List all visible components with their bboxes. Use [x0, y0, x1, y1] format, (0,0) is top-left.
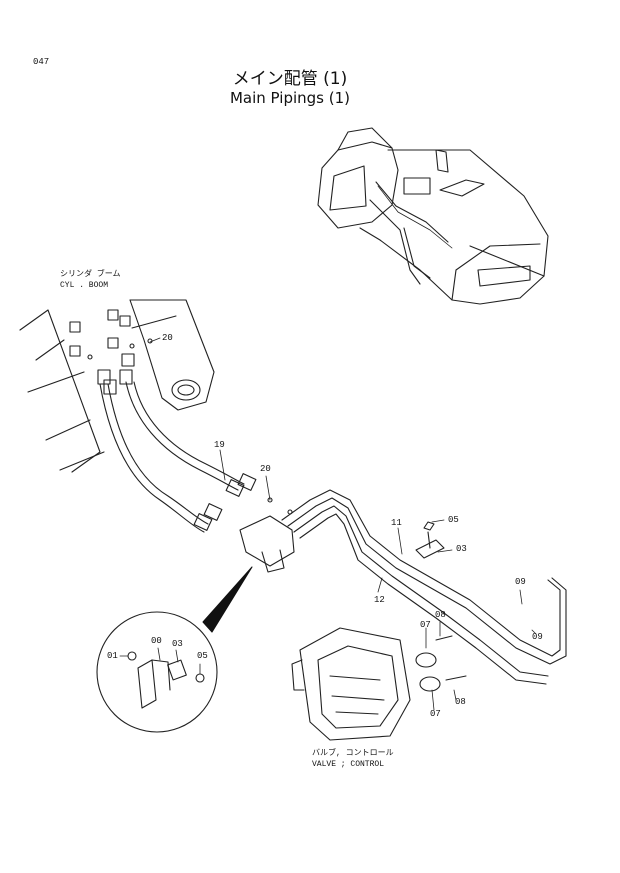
boom-cylinder-label-jp: シリンダ ブーム [60, 270, 121, 279]
callout-11: 11 [391, 518, 402, 528]
callout-08: 08 [455, 697, 466, 707]
control-valve [291, 627, 467, 741]
callout-19: 19 [214, 440, 225, 450]
hoses [99, 381, 257, 533]
control-valve-label-jp: バルブ, コントロール [312, 749, 394, 758]
callout-08: 08 [435, 610, 446, 620]
detail-callout-00: 00 [151, 636, 162, 646]
callout-05: 05 [448, 515, 459, 525]
detail-callout-01: 01 [107, 651, 118, 661]
callout-12: 12 [374, 595, 385, 605]
page-number: 047 [33, 57, 50, 67]
control-valve-label-en: VALVE ; CONTROL [312, 760, 385, 769]
boom-cylinder [19, 299, 215, 473]
detail-callout-05: 05 [197, 651, 208, 661]
callout-09: 09 [515, 577, 526, 587]
excavator-overview [317, 127, 549, 305]
detail-pointer [202, 566, 253, 633]
clamp-03 [415, 521, 445, 559]
main-pipes [281, 489, 567, 685]
page-title-en: Main Pipings (1) [229, 89, 350, 107]
detail-circle [96, 611, 218, 733]
cylinder-fittings [69, 309, 153, 395]
callout-07: 07 [420, 620, 431, 630]
pipe-block [239, 497, 295, 573]
callout-03: 03 [456, 544, 467, 554]
callout-09: 09 [532, 632, 543, 642]
detail-callout-03: 03 [172, 639, 183, 649]
page-title-jp: メイン配管 (1) [232, 69, 348, 89]
leader-lines [119, 337, 537, 711]
callout-20: 20 [260, 464, 271, 474]
callout-07: 07 [430, 709, 441, 719]
callout-20: 20 [162, 333, 173, 343]
boom-cylinder-label-en: CYL . BOOM [60, 281, 109, 290]
